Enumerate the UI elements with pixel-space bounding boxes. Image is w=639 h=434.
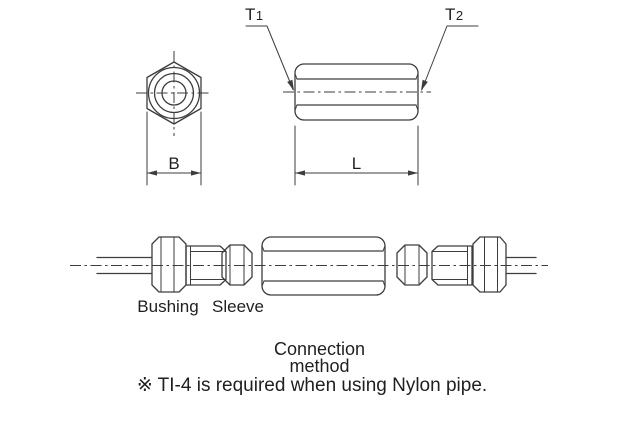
dimension-b	[146, 111, 202, 186]
front-view-hex-nut	[136, 51, 212, 136]
t1-subscript: 1	[255, 8, 264, 23]
part-label-sleeve: Sleeve	[212, 297, 264, 316]
caption-line-2: method	[289, 356, 350, 376]
nut-outline	[151, 236, 187, 293]
dimension-l	[294, 125, 419, 186]
facet-end-chamfers	[294, 74, 419, 110]
bushing-left	[151, 236, 187, 293]
leader-t2	[421, 25, 479, 91]
sleeve-left	[221, 244, 253, 286]
t2-main: T	[445, 5, 456, 24]
dimension-label-l: L	[351, 154, 362, 173]
coupling-outline	[261, 236, 386, 296]
part-label-bushing: Bushing	[137, 297, 199, 316]
coupling-body	[261, 236, 386, 296]
thread-label-t1: T1	[245, 5, 264, 25]
arrowhead	[421, 79, 428, 91]
note-text: ※ TI-4 is required when using Nylon pipe…	[136, 375, 488, 396]
bushing-right	[472, 236, 507, 293]
hex-outline	[146, 61, 202, 125]
thread-right	[431, 245, 473, 286]
thread-left	[185, 245, 227, 286]
assembly-view	[70, 236, 548, 296]
caption-line-1: Connection	[273, 339, 366, 359]
arrowhead-right	[408, 170, 418, 176]
arrowhead-right	[191, 170, 201, 176]
leader-line	[245, 25, 294, 90]
leader-t1	[245, 25, 294, 91]
t1-main: T	[245, 5, 256, 24]
dimension-label-b: B	[168, 154, 180, 173]
facet-end-chamfers	[261, 246, 386, 286]
coupling-outline	[294, 63, 419, 121]
leader-line	[421, 25, 479, 90]
side-view-coupling	[283, 63, 431, 121]
arrowhead-left	[295, 170, 305, 176]
pipe-left	[96, 256, 153, 275]
arrowhead	[287, 79, 294, 91]
arrowhead-left	[147, 170, 157, 176]
nut-outline	[472, 236, 507, 293]
t2-subscript: 2	[455, 8, 464, 23]
thread-label-t2: T2	[445, 5, 464, 25]
sleeve-right	[396, 244, 428, 286]
pipe-right	[505, 256, 537, 275]
